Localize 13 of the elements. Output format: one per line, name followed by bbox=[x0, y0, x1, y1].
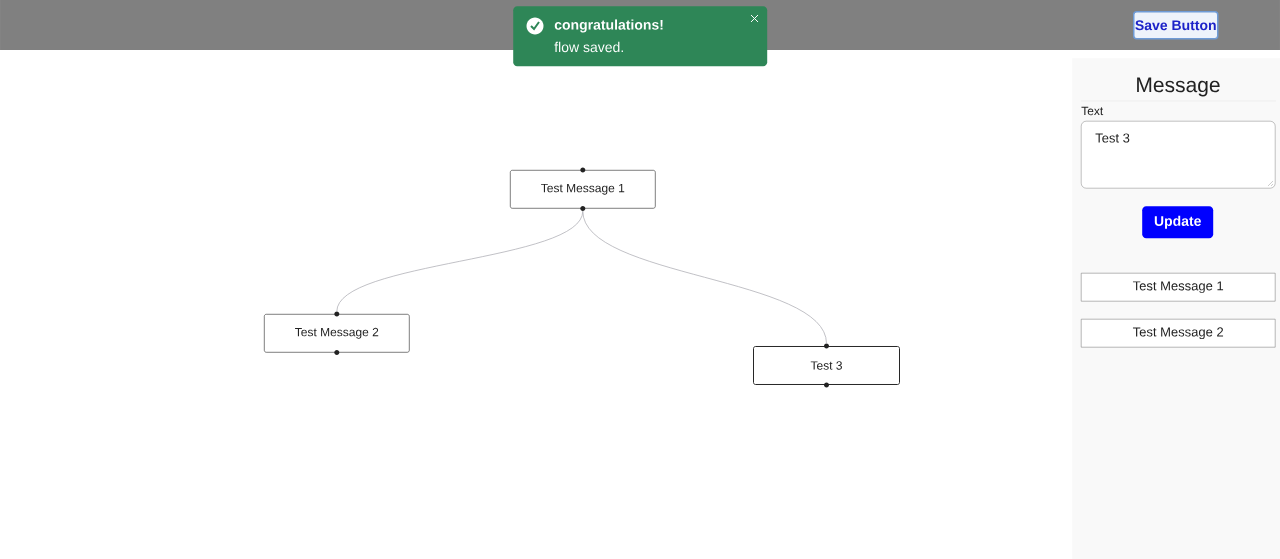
list-item: Test Message 2 bbox=[1081, 319, 1276, 348]
toast-text: congratulations! bbox=[554, 19, 663, 33]
save-button: Save Button bbox=[1133, 11, 1219, 40]
text-input-field: Test 3 bbox=[1081, 121, 1276, 189]
flow-node-box: Test Message 2 bbox=[264, 311, 410, 356]
flow-node-box: Test Message 1 bbox=[510, 167, 656, 212]
toast-text: flow saved. bbox=[554, 41, 623, 53]
update-button: Update bbox=[1142, 206, 1214, 239]
flow-node-box: Test 3 bbox=[753, 343, 900, 388]
list-item: Test Message 1 bbox=[1081, 273, 1276, 302]
panel-heading: Message bbox=[1137, 77, 1220, 97]
field-label: Text bbox=[1081, 106, 1104, 116]
connector-line bbox=[582, 210, 827, 344]
